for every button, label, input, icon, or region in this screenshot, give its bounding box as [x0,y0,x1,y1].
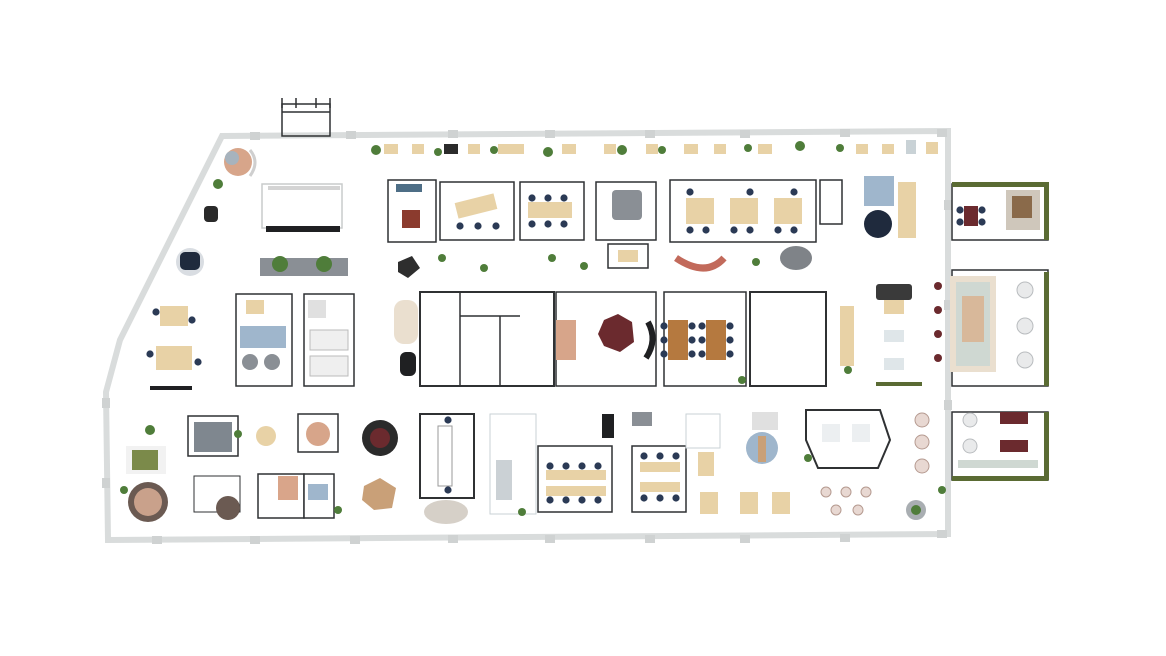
west-lounge-chairs [176,206,218,276]
rooftop-structure [281,98,331,137]
southwest-rooms [126,415,335,522]
west-dining [146,306,202,390]
wall-pillars [102,129,952,544]
east-terrace-middle [950,269,1049,387]
east-terrace-lower [951,411,1049,481]
south-round-lounges [256,413,398,510]
exterior-wall [102,127,951,544]
plants-north [120,141,844,494]
nw-banquette [261,183,343,232]
north-lounge-sofas [674,246,812,272]
south-meeting-room-tall [419,413,475,524]
north-offices [387,176,916,278]
east-terrace-upper [951,182,1049,241]
plants-interior [234,254,946,516]
nw-lounge [224,148,257,177]
south-east-areas [746,409,930,520]
meeting-rooms-west [235,293,355,387]
east-dining [876,284,922,386]
central-rooms [394,291,854,387]
nw-sofa-group [260,256,348,276]
perimeter-desks-north [384,140,938,154]
east-wall-chairs [934,282,942,362]
